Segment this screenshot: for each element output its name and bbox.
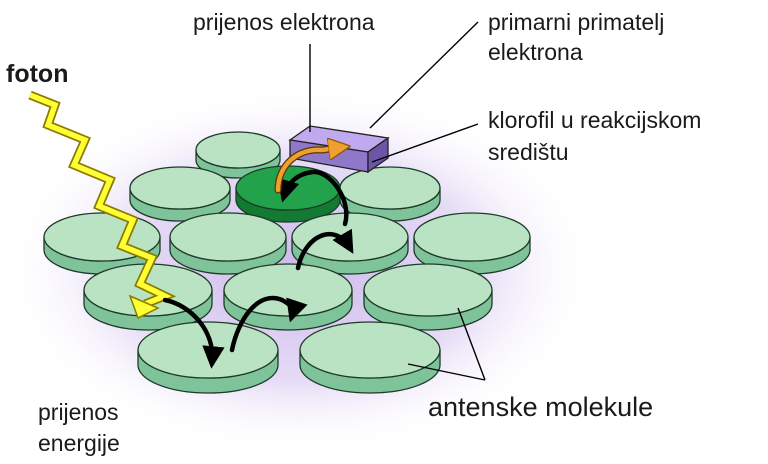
- primary-acceptor-label-2: elektrona: [488, 39, 583, 65]
- antenna-molecule: [130, 167, 230, 221]
- primary-acceptor-label-1: primarni primatelj: [488, 9, 664, 35]
- reaction-center-label-1: klorofil u reakcijskom: [488, 107, 701, 133]
- electron-transfer-label: prijenos elektrona: [193, 9, 375, 35]
- antenna-molecule: [300, 322, 440, 393]
- antenna-molecule: [364, 264, 492, 330]
- reaction-center-label-2: središtu: [488, 139, 569, 165]
- energy-transfer-label-1: prijenos: [38, 399, 119, 425]
- foton-label: foton: [6, 60, 68, 88]
- antenna-molecules-label: antenske molekule: [428, 392, 653, 422]
- energy-transfer-label-2: energije: [38, 430, 120, 456]
